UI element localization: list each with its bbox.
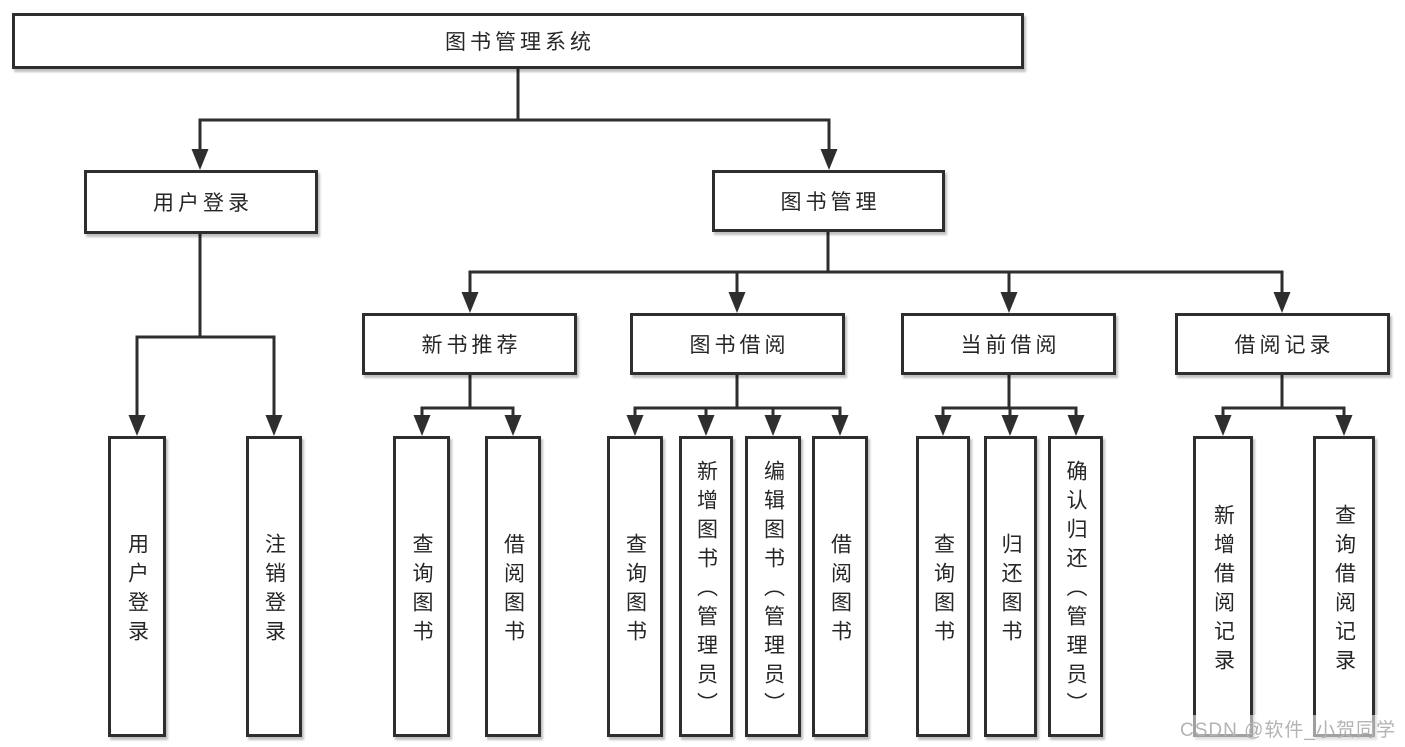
node-label: 图书管理 [780,191,881,214]
node-label: 借阅图书 [828,532,852,649]
node-label: 借阅记录 [1234,334,1335,357]
node-label: 新增借阅记录 [1211,503,1235,678]
node-book-management: 图书管理 [712,170,945,232]
node-borrowing-records: 借阅记录 [1175,313,1390,375]
node-label: 用户登录 [153,192,253,215]
node-label: 当前借阅 [960,334,1061,357]
node-label: 新书推荐 [421,334,522,357]
watermark: CSDN @软件_小贺同学 [1177,715,1399,742]
leaf-query-books-current: 查询图书 [916,436,970,737]
leaf-add-borrow-record: 新增借阅记录 [1193,436,1253,737]
node-current-borrowing: 当前借阅 [901,313,1116,375]
node-label: 新增图书（管理员） [694,460,718,721]
node-label: 用户登录 [125,532,149,649]
node-label: 图书借阅 [689,334,790,357]
leaf-edit-book-admin: 编辑图书（管理员） [745,436,801,737]
leaf-confirm-return-admin: 确认归还（管理员） [1048,436,1103,737]
node-label: 图书管理系统 [445,31,595,54]
node-library-system: 图书管理系统 [12,13,1024,69]
node-label: 归还图书 [999,532,1022,649]
leaf-borrow-books: 借阅图书 [812,436,868,737]
node-label: 确认归还（管理员） [1064,460,1087,721]
node-label: 注销登录 [262,532,286,649]
node-label: 借阅图书 [501,532,525,649]
node-label: 查询图书 [623,532,647,649]
leaf-user-login: 用户登录 [108,436,166,737]
node-new-book-recommend: 新书推荐 [362,313,577,375]
node-book-borrowing: 图书借阅 [630,313,845,375]
leaf-query-books-recommend: 查询图书 [393,436,450,737]
node-label: 查询借阅记录 [1332,503,1356,678]
leaf-logout: 注销登录 [246,436,302,737]
leaf-query-books-borrow: 查询图书 [607,436,663,737]
node-label: 查询图书 [931,532,955,649]
node-label: 编辑图书（管理员） [761,460,785,721]
leaf-return-book: 归还图书 [984,436,1037,737]
leaf-query-borrow-record: 查询借阅记录 [1313,436,1375,737]
node-user-login: 用户登录 [84,170,318,234]
leaf-add-book-admin: 新增图书（管理员） [679,436,733,737]
node-label: 查询图书 [410,532,433,649]
leaf-borrow-books-recommend: 借阅图书 [485,436,541,737]
